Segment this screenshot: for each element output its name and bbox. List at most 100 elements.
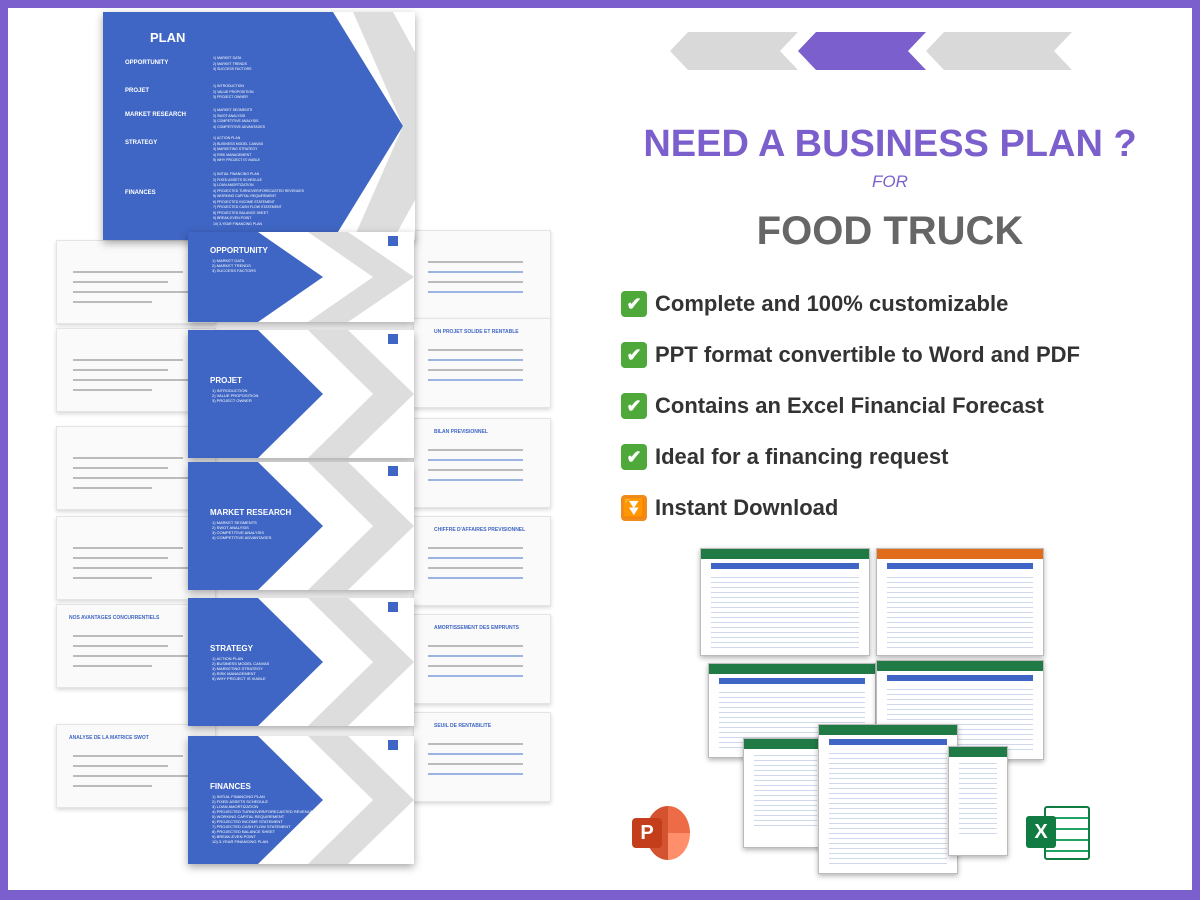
- background-slide: SEUIL DE RENTABILITE: [413, 712, 551, 802]
- excel-screenshot: [743, 738, 828, 848]
- plan-item: 5) Working capital requirement: [213, 194, 277, 198]
- section-item: 1) Introduction: [212, 388, 248, 393]
- background-slide-title: SEUIL DE RENTABILITE: [434, 723, 492, 729]
- background-slide: [413, 230, 551, 320]
- plan-item: 4) Projected turnover/forecasted revenue…: [213, 188, 304, 193]
- plan-section-label: STRATEGY: [125, 140, 158, 146]
- plan-item: 3) Competitive analysis: [213, 119, 259, 123]
- progress-chevrons: [670, 32, 1072, 70]
- section-slide-title: OPPORTUNITY: [210, 246, 268, 255]
- section-item: 2) SWOT analysis: [212, 525, 249, 530]
- background-slide: UN PROJET SOLIDE ET RENTABLE: [413, 318, 551, 408]
- plan-item: 9) Break-even point: [213, 216, 252, 220]
- background-slide-title: NOS AVANTAGES CONCURRENTIELS: [69, 615, 160, 621]
- plan-section-label: PROJET: [125, 88, 150, 94]
- headline: NEED A BUSINESS PLAN ?: [643, 123, 1137, 165]
- plan-item: 1) Initial financing plan: [213, 172, 260, 176]
- plan-item: 4) Risk management: [213, 152, 252, 157]
- section-slide-title: STRATEGY: [210, 644, 253, 653]
- feature-item: ⏬ Instant Download: [621, 495, 838, 521]
- background-slide: AMORTISSEMENT DES EMPRUNTS: [413, 614, 551, 704]
- excel-letter: X: [1026, 816, 1056, 848]
- check-mark-icon: ✔: [621, 291, 647, 317]
- plan-item: 2) Value proposition: [213, 89, 254, 94]
- section-item: 9) Break-even point: [212, 834, 256, 839]
- background-slide-title: UN PROJET SOLIDE ET RENTABLE: [434, 329, 519, 335]
- excel-screenshot: [700, 548, 870, 656]
- feature-text: PPT format convertible to Word and PDF: [655, 342, 1080, 367]
- excel-screenshot: [876, 548, 1044, 656]
- feature-item: ✔Ideal for a financing request: [621, 444, 948, 470]
- plan-item: 6) Projected income statement: [213, 199, 275, 204]
- plan-section-items: 1) Initial financing plan2) Fixed assets…: [213, 172, 304, 227]
- section-slide: MARKET RESEARCH 1) Market segments2) SWOT…: [188, 462, 414, 590]
- double-down-arrow-icon: ⏬: [621, 495, 647, 521]
- feature-text: Instant Download: [655, 495, 839, 520]
- plan-item: 3) Project owner: [213, 95, 248, 99]
- background-slide-title: BILAN PREVISIONNEL: [434, 429, 488, 435]
- plan-section-label: OPPORTUNITY: [125, 60, 169, 66]
- check-mark-icon: ✔: [621, 393, 647, 419]
- background-slide: CHIFFRE D'AFFAIRES PREVISIONNEL: [413, 516, 551, 606]
- business-subject: FOOD TRUCK: [756, 209, 1024, 253]
- section-item: 10) 3-year financing plan: [212, 839, 269, 844]
- plan-slide: PLAN OPPORTUNITY 1) Market data2) Market …: [103, 12, 415, 240]
- check-mark-icon: ✔: [621, 444, 647, 470]
- background-slide-title: CHIFFRE D'AFFAIRES PREVISIONNEL: [434, 527, 526, 533]
- section-slide: STRATEGY 1) Action plan2) Business model …: [188, 598, 414, 726]
- section-slide-title: MARKET RESEARCH: [210, 508, 292, 517]
- for-label: FOR: [872, 172, 908, 191]
- section-item: 4) Competitive advantages: [212, 535, 272, 540]
- section-slide-items: 1) Initial financing plan2) Fixed assets…: [212, 794, 316, 844]
- plan-item: 5) Why project is viable: [213, 158, 260, 162]
- background-slide-title: ANALYSE DE LA MATRICE SWOT: [69, 735, 149, 741]
- section-slide-title: FINANCES: [210, 782, 251, 791]
- excel-screenshot: [948, 746, 1008, 856]
- plan-section-items: 1) Action plan2) Business model canvas3)…: [213, 136, 263, 164]
- section-slide: OPPORTUNITY 1) Market data2) Market trend…: [188, 232, 414, 322]
- section-item: 3) Competitive analysis: [212, 530, 264, 535]
- plan-item: 1) Market data: [213, 56, 242, 60]
- plan-item: 2) Business model canvas: [213, 141, 264, 146]
- plan-item: 3) Loan amortization: [213, 183, 254, 187]
- section-item: 1) Market data: [212, 258, 245, 263]
- section-item: 2) Business model canvas: [212, 661, 270, 666]
- plan-item: 4) Competitive advantages: [213, 124, 265, 129]
- background-slide: BILAN PREVISIONNEL: [413, 418, 551, 508]
- section-slide-title: PROJET: [210, 376, 243, 385]
- feature-item: ✔ Complete and 100% customizable: [621, 291, 1008, 317]
- section-item: 5) Why project is viable: [212, 676, 266, 681]
- section-slide: FINANCES 1) Initial financing plan2) Fixe…: [188, 736, 414, 864]
- plan-section-items: 1) Introduction2) Value proposition3) Pr…: [213, 84, 254, 101]
- plan-item: 10) 3-year financing plan: [213, 221, 263, 226]
- plan-item: 2) SWOT analysis: [213, 113, 246, 118]
- plan-section-label: FINANCES: [125, 190, 156, 196]
- plan-section-items: 1) Market data2) Market trends3) Success…: [213, 56, 251, 73]
- section-item: 3) Marketing strategy: [212, 666, 263, 671]
- promo-canvas: NOS AVANTAGES CONCURRENTIELS ANALYSE DE L…: [8, 8, 1192, 890]
- plan-item: 3) Success factors: [213, 67, 252, 71]
- feature-text: Contains an Excel Financial Forecast: [655, 393, 1044, 418]
- section-slide-items: 1) Market segments2) SWOT analysis3) Com…: [212, 520, 271, 540]
- section-item: 8) Projected balance sheet: [212, 829, 276, 834]
- section-item: 5) Working capital requirement: [212, 814, 285, 819]
- section-item: 1) Action plan: [212, 656, 244, 661]
- plan-title: PLAN: [150, 30, 186, 45]
- background-slide-title: AMORTISSEMENT DES EMPRUNTS: [434, 625, 520, 631]
- section-item: 3) Project owner: [212, 398, 252, 403]
- section-item: 2) Fixed assets schedule: [212, 799, 269, 804]
- plan-item: 7) Projected cash flow statement: [213, 205, 282, 209]
- plan-item: 2) Market trends: [213, 61, 247, 66]
- plan-item: 8) Projected balance sheet: [213, 210, 269, 215]
- plan-item: 3) Marketing strategy: [213, 147, 258, 151]
- section-item: 4) Projected turnover/forecasted revenue…: [212, 809, 316, 814]
- plan-item: 1) Market segments: [213, 108, 253, 112]
- section-item: 4) Risk management: [212, 671, 256, 676]
- powerpoint-icon: P: [632, 804, 690, 862]
- feature-text: Complete and 100% customizable: [655, 291, 1009, 316]
- section-slide-items: 1) Market data2) Market trends3) Success…: [212, 258, 256, 273]
- check-mark-icon: ✔: [621, 342, 647, 368]
- feature-item: ✔ PPT format convertible to Word and PDF: [621, 342, 1080, 368]
- section-item: 6) Projected income statement: [212, 819, 283, 824]
